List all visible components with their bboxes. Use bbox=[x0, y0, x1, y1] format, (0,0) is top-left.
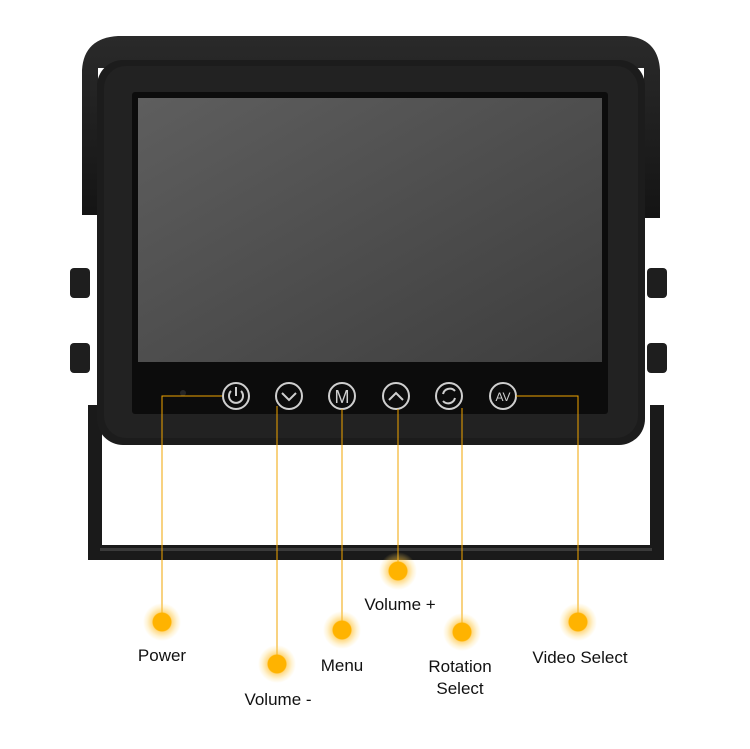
screen bbox=[138, 98, 602, 362]
status-led bbox=[180, 390, 186, 396]
rotation-button[interactable] bbox=[435, 382, 463, 410]
chevron-down-icon bbox=[281, 392, 297, 402]
power-label: Power bbox=[137, 646, 187, 665]
rotate-icon bbox=[442, 387, 456, 395]
av-marker bbox=[559, 603, 597, 641]
chevron-up-icon bbox=[388, 391, 404, 401]
power-button[interactable] bbox=[222, 382, 250, 410]
volume-down-button[interactable] bbox=[275, 382, 303, 410]
power-icon bbox=[228, 390, 244, 404]
volume-up-button[interactable] bbox=[382, 382, 410, 410]
menu-marker bbox=[323, 611, 361, 649]
menu-m-icon: M bbox=[335, 387, 350, 407]
volume-down-label: Volume - bbox=[244, 690, 312, 709]
mounting-bracket bbox=[88, 405, 664, 560]
rotation-marker bbox=[443, 613, 481, 651]
sun-hood bbox=[82, 36, 660, 218]
av-icon: AV bbox=[495, 390, 510, 404]
av-label: Video Select bbox=[532, 648, 628, 667]
menu-label: Menu bbox=[320, 656, 364, 675]
volume-up-marker bbox=[379, 552, 417, 590]
leader-lines bbox=[161, 395, 579, 664]
side-knobs bbox=[70, 268, 667, 373]
volume-up-label: Volume + bbox=[364, 595, 436, 614]
rotation-label-line2: Select bbox=[436, 679, 484, 698]
power-marker bbox=[143, 603, 181, 641]
volume-down-marker bbox=[258, 645, 296, 683]
rotation-label-line1: Rotation bbox=[428, 657, 492, 676]
